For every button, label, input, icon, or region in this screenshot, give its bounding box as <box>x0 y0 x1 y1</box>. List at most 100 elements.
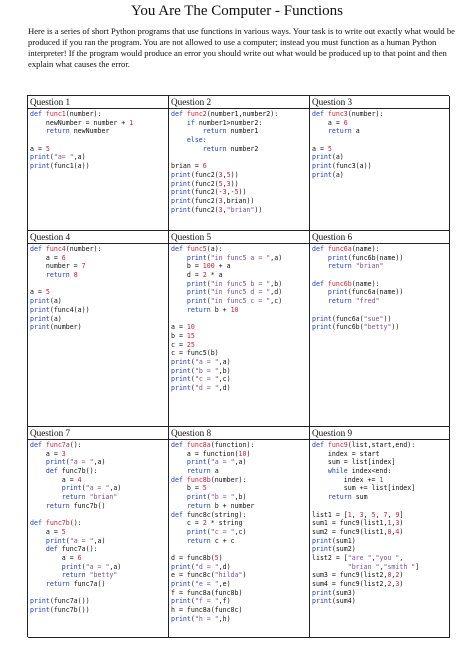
code-line: print(func4(a)) <box>30 305 90 314</box>
code-line: print("a= ",a) <box>30 153 86 162</box>
code-line: return func7a() <box>45 580 106 588</box>
code-line: def func1(number): <box>30 110 102 118</box>
question-label: Question 8 <box>169 427 309 440</box>
question-cell-4: Question 4 def func4(number): a = 6 numb… <box>28 231 169 427</box>
code-line: print("a = ",a) <box>186 458 247 467</box>
code-line: ​ <box>30 280 168 289</box>
code-line: print("in func5 d = ",d) <box>186 288 283 297</box>
code-line: return "brian" <box>327 262 384 271</box>
code-line: sum += list[index] <box>312 484 416 493</box>
code-line: index = start <box>312 449 380 458</box>
code-block: def func4(number): a = 6 number = 7 retu… <box>28 244 168 332</box>
code-line: ​ <box>171 545 309 554</box>
code-line: return a <box>327 127 360 136</box>
code-line: a = 4 <box>30 475 82 484</box>
question-label: Question 7 <box>28 427 168 440</box>
code-line: print("in func5 a = ",a) <box>186 253 283 262</box>
question-cell-6: Question 6 def func6a(name): print(func6… <box>310 231 450 427</box>
code-line: print(sum2) <box>312 545 356 554</box>
question-label: Question 3 <box>310 96 449 109</box>
code-line: def func6b(name): <box>312 279 380 288</box>
code-line: print(func2(3,brian)) <box>171 196 255 205</box>
code-line: return b + 10 <box>186 305 239 314</box>
code-line: print(func6a(name)) <box>327 288 404 297</box>
page-title: You Are The Computer - Functions <box>131 3 343 19</box>
code-line: list2 = ["are ","you ", <box>312 553 404 562</box>
code-line: c = func5(b) <box>171 349 219 358</box>
code-line: print("d = ",d) <box>171 562 231 571</box>
code-line: print(a) <box>312 153 344 162</box>
code-line: return c + c <box>186 536 235 545</box>
code-line: print("a = ",a) <box>45 458 106 467</box>
code-line: print("b = ",b) <box>171 366 231 375</box>
code-line: return 8 <box>45 271 78 280</box>
code-line: return func7b() <box>45 501 106 510</box>
code-line: a = 5 <box>30 288 50 297</box>
code-block: def func3(number): a = 6 return a​a = 5p… <box>310 109 449 180</box>
code-line: c = 2 * string <box>171 519 243 528</box>
code-line: def func8c(string): <box>171 510 247 519</box>
code-line: print(func1(a)) <box>30 162 90 171</box>
code-block: def func7a(): a = 3 print("a = ",a) def … <box>28 440 168 615</box>
code-line: a = 10 <box>171 323 195 332</box>
code-line: ​ <box>171 315 309 324</box>
question-label: Question 2 <box>169 96 309 109</box>
code-line: e = func8c("hilda") <box>171 571 247 580</box>
question-cell-9: Question 9 def func9(list,start,end): in… <box>310 427 450 638</box>
code-block: def func1(number): newNumber = number + … <box>28 109 168 171</box>
code-line: return "brian" <box>61 493 118 502</box>
code-line: print(func2(-3,-5)) <box>171 188 247 197</box>
instructions-paragraph: Here is a series of short Python program… <box>28 26 455 69</box>
code-line: print(func7b()) <box>30 606 90 615</box>
code-line: print(func6a("sue")) <box>312 314 392 323</box>
question-label: Question 6 <box>310 231 449 244</box>
code-line: a = 5 <box>312 144 332 153</box>
code-line: print("d = ",d) <box>171 384 231 392</box>
code-line: return "betty" <box>61 571 118 580</box>
code-line: ​ <box>171 153 309 162</box>
code-line: a = 6 <box>30 553 82 562</box>
code-line: print(a) <box>312 170 344 179</box>
code-line: def func3(number): <box>312 110 384 118</box>
code-line: def func4(number): <box>30 245 102 253</box>
code-line: c = 25 <box>171 340 195 349</box>
code-line: print("a = ",a) <box>61 484 122 493</box>
code-line: sum3 = func9(list2,0,2) <box>312 571 404 580</box>
code-line: def func9(list,start,end): <box>312 441 416 449</box>
code-line: a = 6 <box>312 118 348 127</box>
code-line: b = 15 <box>171 331 195 340</box>
code-line: print("a = ",a) <box>171 357 231 366</box>
code-block: def func2(number1,number2): if number1>n… <box>169 109 309 214</box>
code-line: number = 7 <box>30 262 86 271</box>
code-line: def func8b(number): <box>171 475 247 484</box>
code-line: print(func6b("betty")) <box>312 323 400 332</box>
code-line: "brian ","smith "] <box>347 562 420 571</box>
code-line: return number2 <box>202 144 259 153</box>
code-block: def func5(a): print("in func5 a = ",a) b… <box>169 244 309 393</box>
code-line: print("b = ",b) <box>186 493 247 502</box>
code-line: print(func7a()) <box>30 597 90 606</box>
code-line: def func7a(): <box>30 441 82 449</box>
code-line: sum4 = func9(list2,2,3) <box>312 580 404 588</box>
question-cell-3: Question 3 def func3(number): a = 6 retu… <box>310 96 450 231</box>
code-line: while index<end: <box>327 467 392 476</box>
code-line: ​ <box>30 589 168 598</box>
code-line: print("a = ",a) <box>61 562 122 571</box>
question-cell-8: Question 8 def func8a(function): a = fun… <box>169 427 310 638</box>
code-line: print(sum1) <box>312 536 356 545</box>
code-line: def func7a(): <box>45 545 98 554</box>
code-line: print(sum3) <box>312 588 356 597</box>
code-line: b = 100 + a <box>171 262 231 271</box>
code-line: print(a) <box>30 314 62 323</box>
code-line: a = 6 <box>30 253 66 262</box>
code-line: else: <box>186 136 207 145</box>
code-line: ​ <box>312 271 449 280</box>
code-line: a = 5 <box>30 527 66 536</box>
question-cell-2: Question 2 def func2(number1,number2): i… <box>169 96 310 231</box>
code-line: return a <box>186 467 219 476</box>
code-line: a = 5 <box>30 144 50 153</box>
code-line: print(func2(3,5)) <box>171 170 239 179</box>
code-line: ​ <box>312 136 449 145</box>
code-line: ​ <box>30 136 168 145</box>
